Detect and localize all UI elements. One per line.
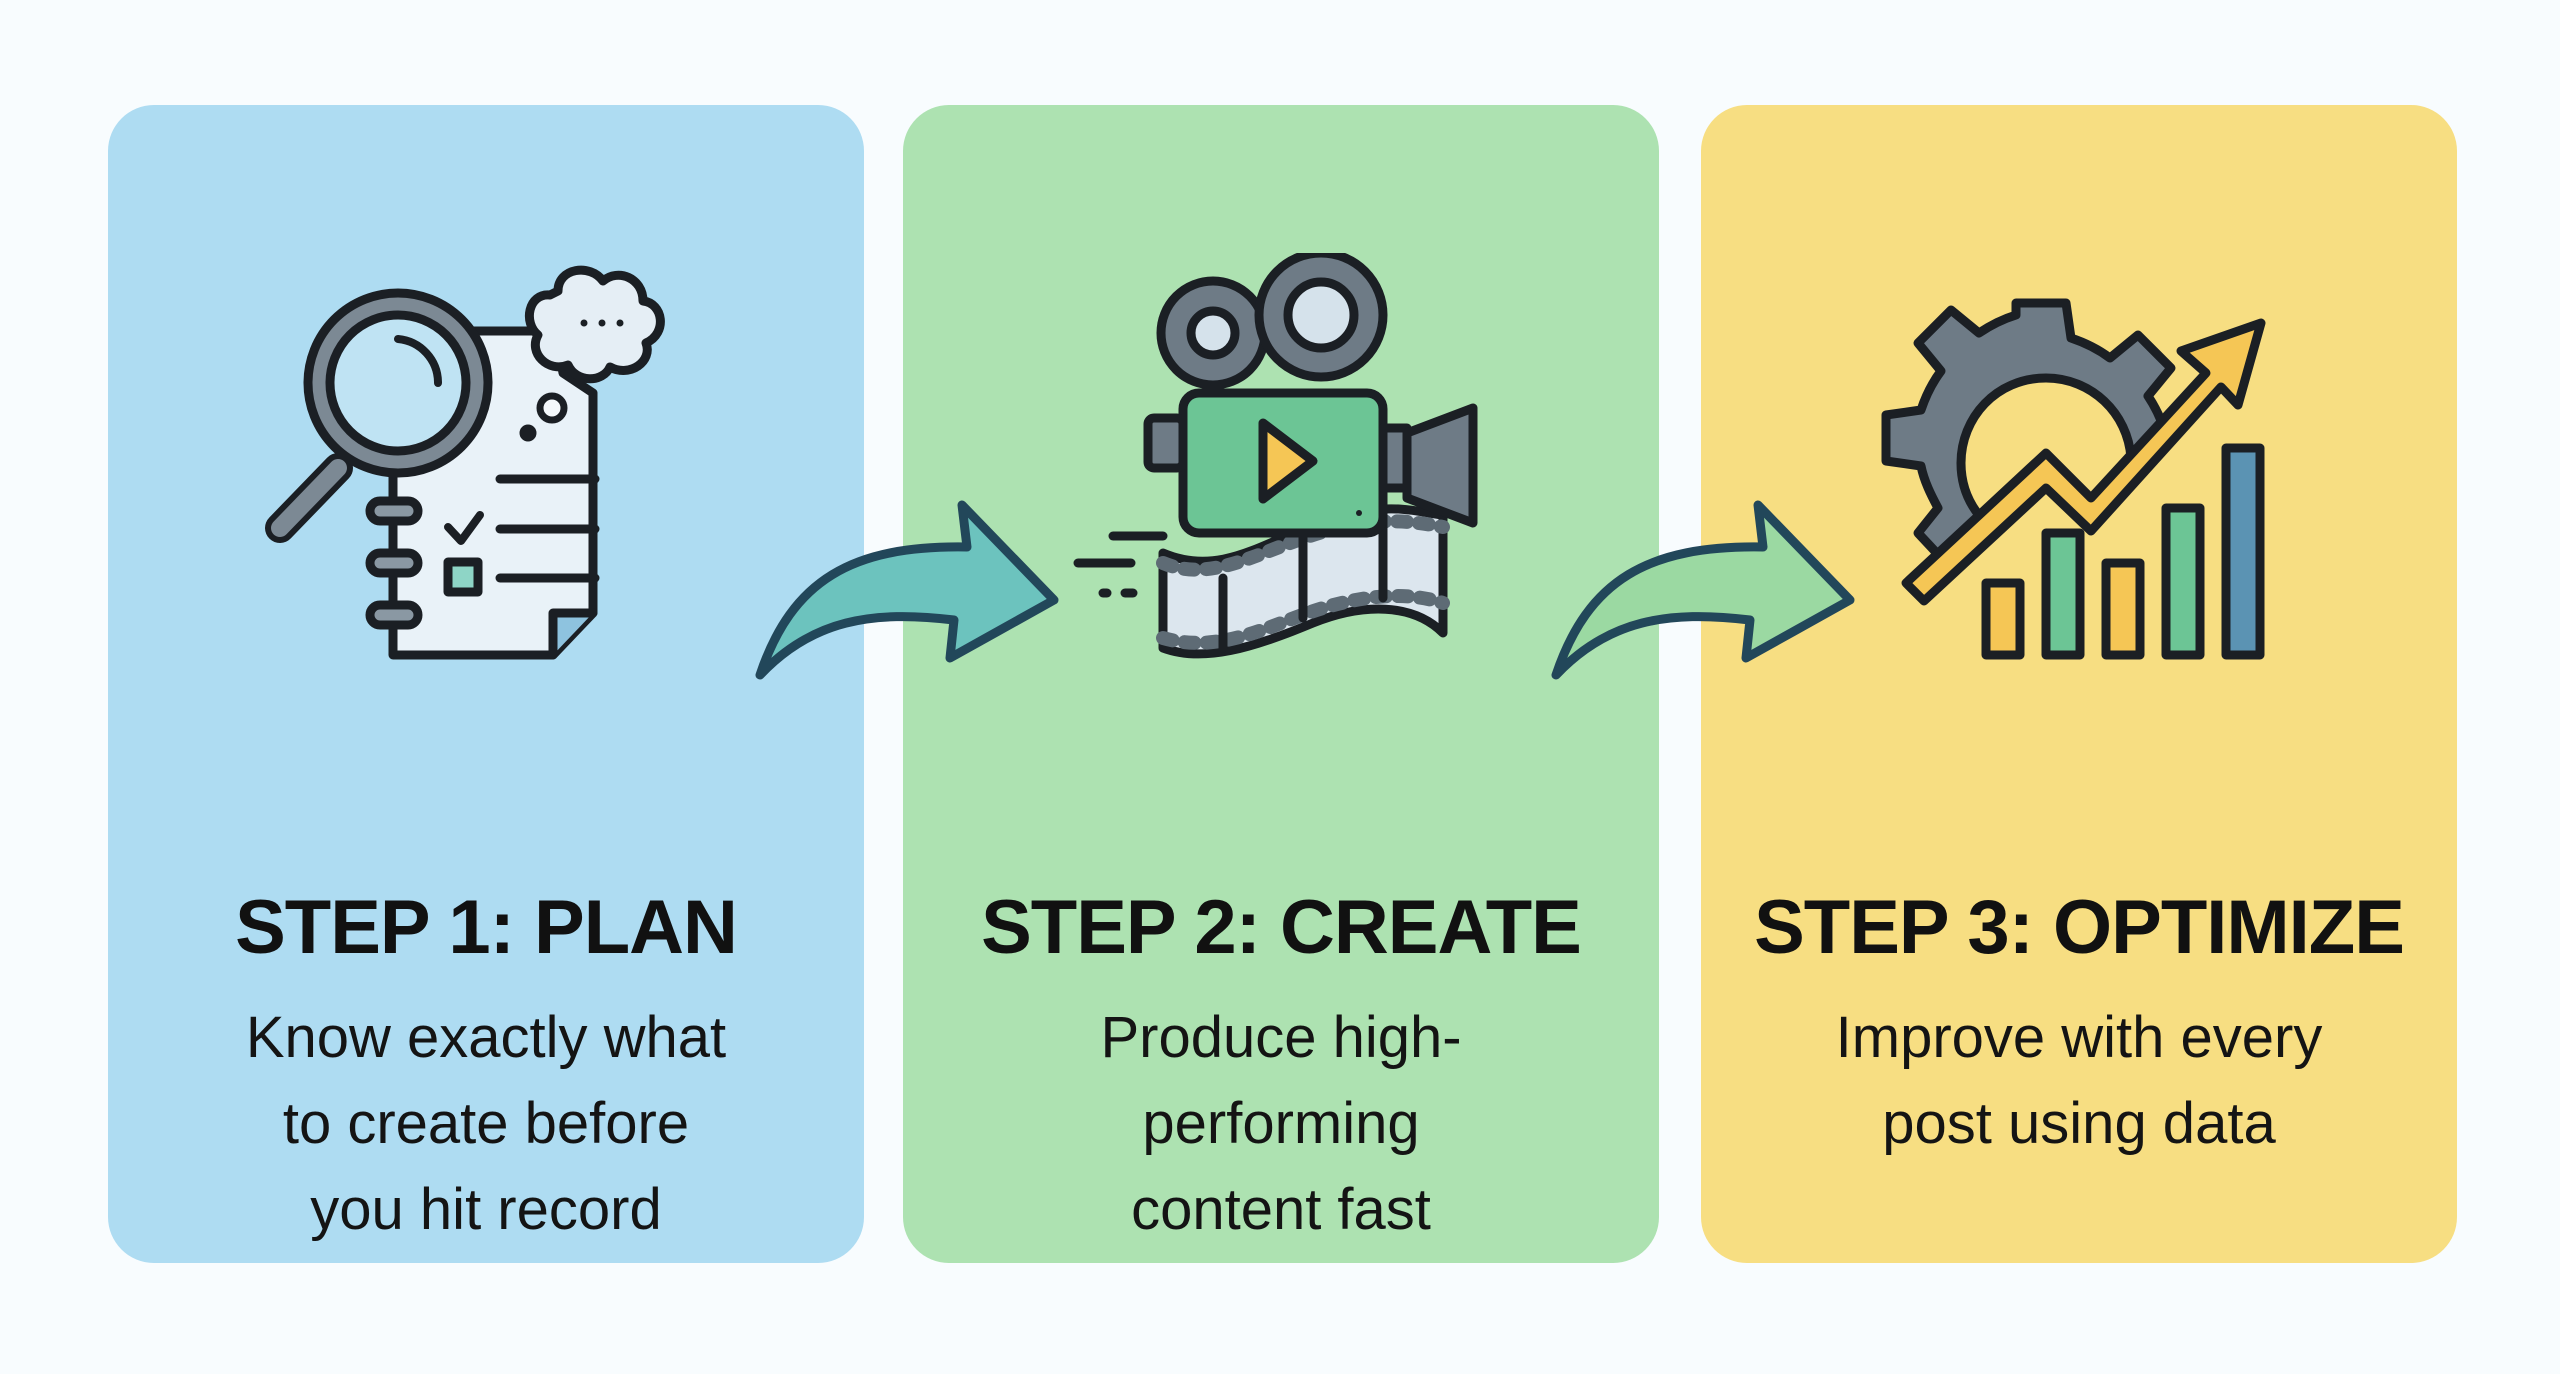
step-description: Improve with every post using data — [1731, 995, 2427, 1167]
step-description-line: Know exactly what — [245, 1005, 727, 1070]
plan-document-magnifier-icon — [265, 265, 665, 660]
step-description-line: performing — [1142, 1091, 1420, 1156]
step-description-line: Produce high- — [1100, 1005, 1462, 1070]
step-title: STEP 3: OPTIMIZE — [1754, 885, 2405, 970]
step-description: Know exactly what to create before you h… — [138, 995, 834, 1253]
step-description: Produce high- performing content fast — [933, 995, 1629, 1253]
curved-arrow-right-icon — [755, 500, 1059, 680]
step-title: STEP 1: PLAN — [235, 885, 738, 970]
step-description-line: you hit record — [310, 1177, 662, 1242]
step-card-plan: STEP 1: PLAN Know exactly what to create… — [108, 105, 864, 1263]
step-title: STEP 2: CREATE — [981, 885, 1582, 970]
step-card-create: STEP 2: CREATE Produce high- performing … — [903, 105, 1659, 1263]
gear-growth-chart-icon — [1881, 298, 2266, 660]
curved-arrow-right-icon — [1551, 500, 1855, 680]
video-camera-film-icon — [1073, 253, 1478, 659]
step-description-line: post using data — [1882, 1091, 2276, 1156]
step-card-optimize: STEP 3: OPTIMIZE Improve with every post… — [1701, 105, 2457, 1263]
step-description-line: to create before — [282, 1091, 690, 1156]
step-description-line: Improve with every — [1835, 1005, 2323, 1070]
step-description-line: content fast — [1131, 1177, 1431, 1242]
